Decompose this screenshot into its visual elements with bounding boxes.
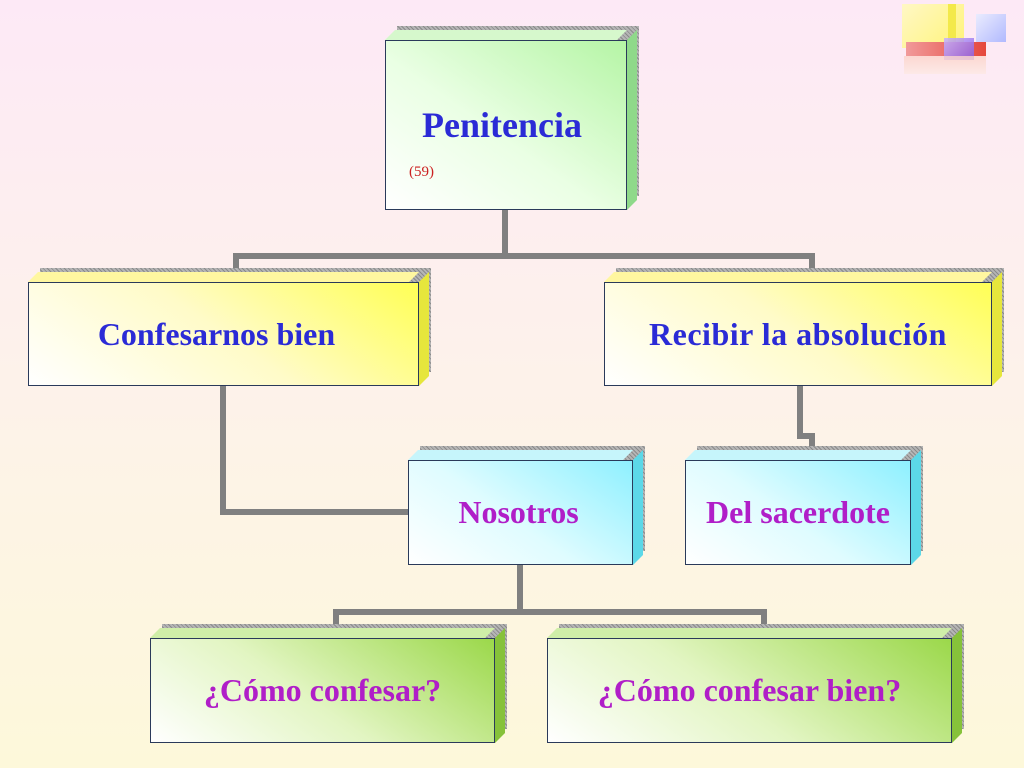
node-recibir-absolucion: Recibir la absolución bbox=[604, 268, 1004, 386]
connector-right-to-sacerdote bbox=[797, 383, 815, 449]
node-nosotros: Nosotros bbox=[408, 446, 645, 565]
node-penitencia-note: (59) bbox=[409, 164, 434, 180]
node-recibir-absolucion-label: Recibir la absolución bbox=[649, 315, 947, 352]
node-confesarnos-bien: Confesarnos bien bbox=[28, 268, 431, 386]
corner-squares-graphic bbox=[890, 0, 1024, 80]
connector-left-to-nosotros bbox=[220, 383, 413, 515]
node-del-sacerdote: Del sacerdote bbox=[685, 446, 923, 565]
node-del-sacerdote-label: Del sacerdote bbox=[706, 494, 890, 530]
node-penitencia: Penitencia (59) bbox=[385, 26, 639, 210]
node-como-confesar-bien-label: ¿Cómo confesar bien? bbox=[597, 672, 902, 708]
node-confesarnos-bien-label: Confesarnos bien bbox=[97, 315, 336, 352]
node-penitencia-title: Penitencia bbox=[422, 105, 582, 145]
node-como-confesar-label: ¿Cómo confesar? bbox=[203, 672, 442, 708]
node-como-confesar: ¿Cómo confesar? bbox=[150, 624, 507, 743]
node-nosotros-label: Nosotros bbox=[458, 494, 579, 530]
node-como-confesar-bien: ¿Cómo confesar bien? bbox=[547, 624, 964, 743]
